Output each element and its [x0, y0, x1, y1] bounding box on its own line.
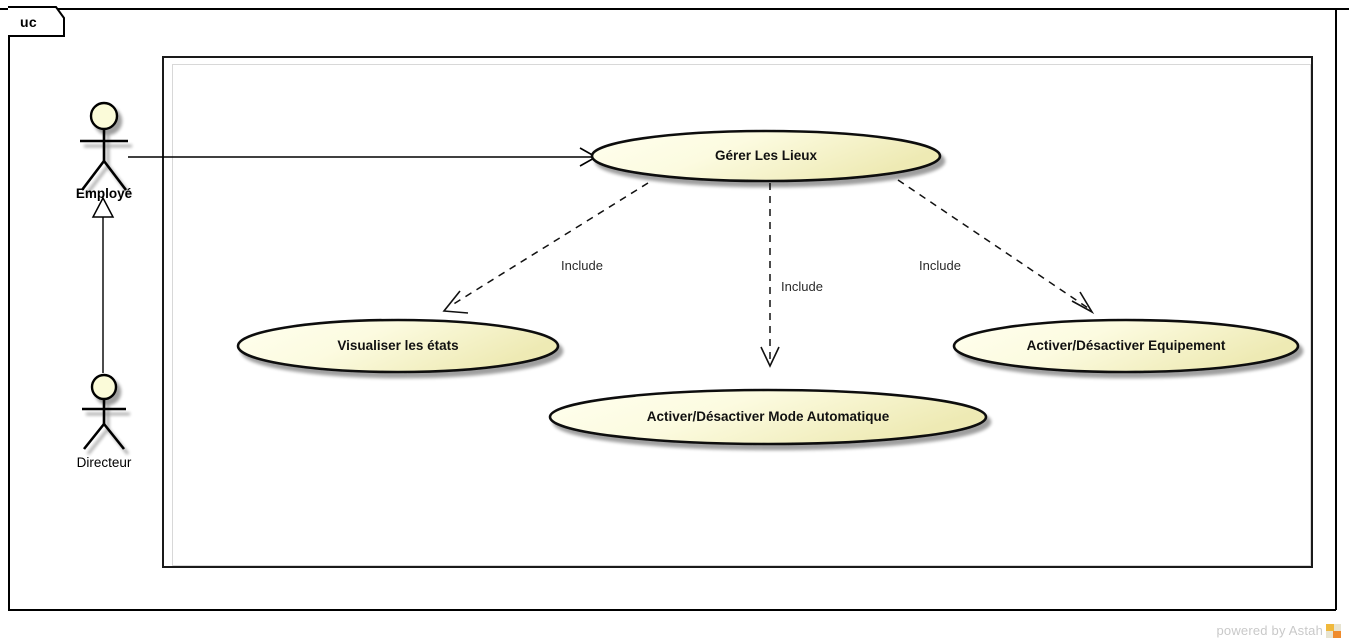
page-border-right: [1335, 8, 1337, 610]
astah-watermark: powered by Astah: [1216, 623, 1341, 638]
actor-directeur[interactable]: [62, 373, 146, 455]
page-border-bottom: [8, 609, 1336, 611]
diagram-frame-inner: [172, 64, 1311, 566]
generalization-directeur-employe: [91, 196, 115, 373]
astah-watermark-text: powered by Astah: [1216, 623, 1323, 638]
include-label-equipement: Include: [919, 258, 961, 273]
usecase-visualiser-les-etats[interactable]: Visualiser les états: [234, 312, 574, 376]
diagram-frame-outer: [162, 56, 1313, 568]
usecase-gerer-les-lieux[interactable]: Gérer Les Lieux: [588, 128, 960, 190]
page-border-left: [8, 8, 10, 610]
actor-employe[interactable]: [62, 100, 146, 200]
include-label-visualiser: Include: [561, 258, 603, 273]
astah-logo-icon: [1326, 623, 1341, 638]
usecase-activer-desactiver-mode-automatique[interactable]: Activer/Désactiver Mode Automatique: [546, 384, 1002, 450]
diagram-kind-label: uc: [20, 14, 37, 30]
actor-directeur-label: Directeur: [76, 455, 132, 470]
page-border-top: [0, 8, 1349, 10]
include-label-mode-automatique: Include: [781, 279, 823, 294]
diagram-kind-tab: uc: [6, 6, 70, 40]
actor-employe-label: Employé: [75, 186, 133, 201]
usecase-activer-desactiver-equipement[interactable]: Activer/Désactiver Equipement: [950, 312, 1314, 376]
